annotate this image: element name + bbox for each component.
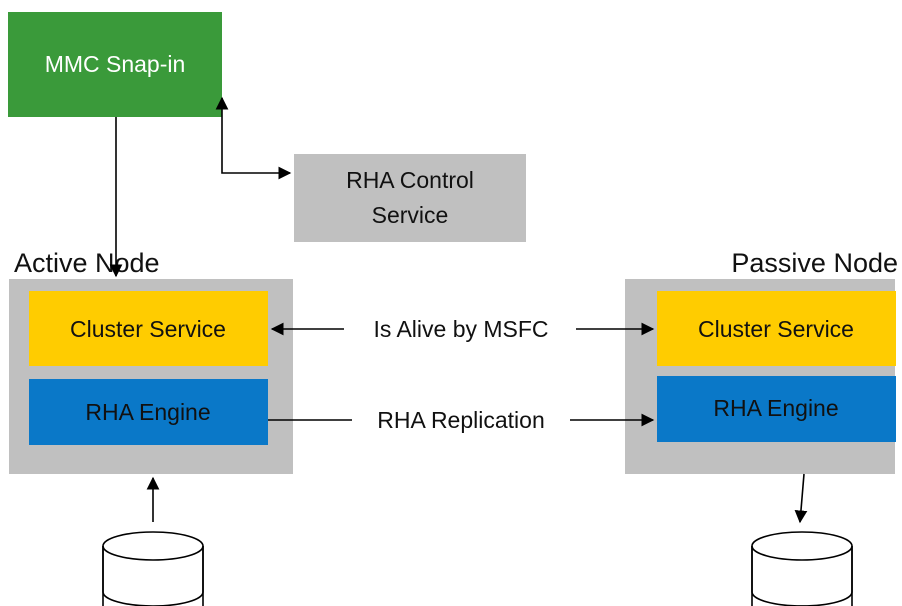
mmc-snapin-label: MMC Snap-in [45,51,186,77]
replication-label: RHA Replication [377,407,544,433]
active-database-icon [102,531,204,606]
rha-control-service-label-line2: Service [372,202,449,228]
active-cluster-service-label: Cluster Service [70,316,226,342]
active-cluster-service-box [29,291,268,366]
active-node-title: Active Node [14,248,160,278]
passive-rha-engine-label: RHA Engine [713,395,838,421]
active-rha-engine-box [29,379,268,445]
mmc-snapin-box [8,12,222,117]
active-rha-engine-label: RHA Engine [85,399,210,425]
heartbeat-label: Is Alive by MSFC [373,316,548,342]
passive-database-icon [751,531,853,606]
passive-storage-arrow [794,473,808,524]
control-service-link [215,96,292,180]
passive-rha-engine-box [657,376,896,442]
rha-control-service-label-line1: RHA Control [346,167,474,193]
passive-node-title: Passive Node [731,248,898,278]
rha-control-service-box [294,154,526,242]
passive-cluster-service-box [657,291,896,366]
passive-cluster-service-label: Cluster Service [698,316,854,342]
